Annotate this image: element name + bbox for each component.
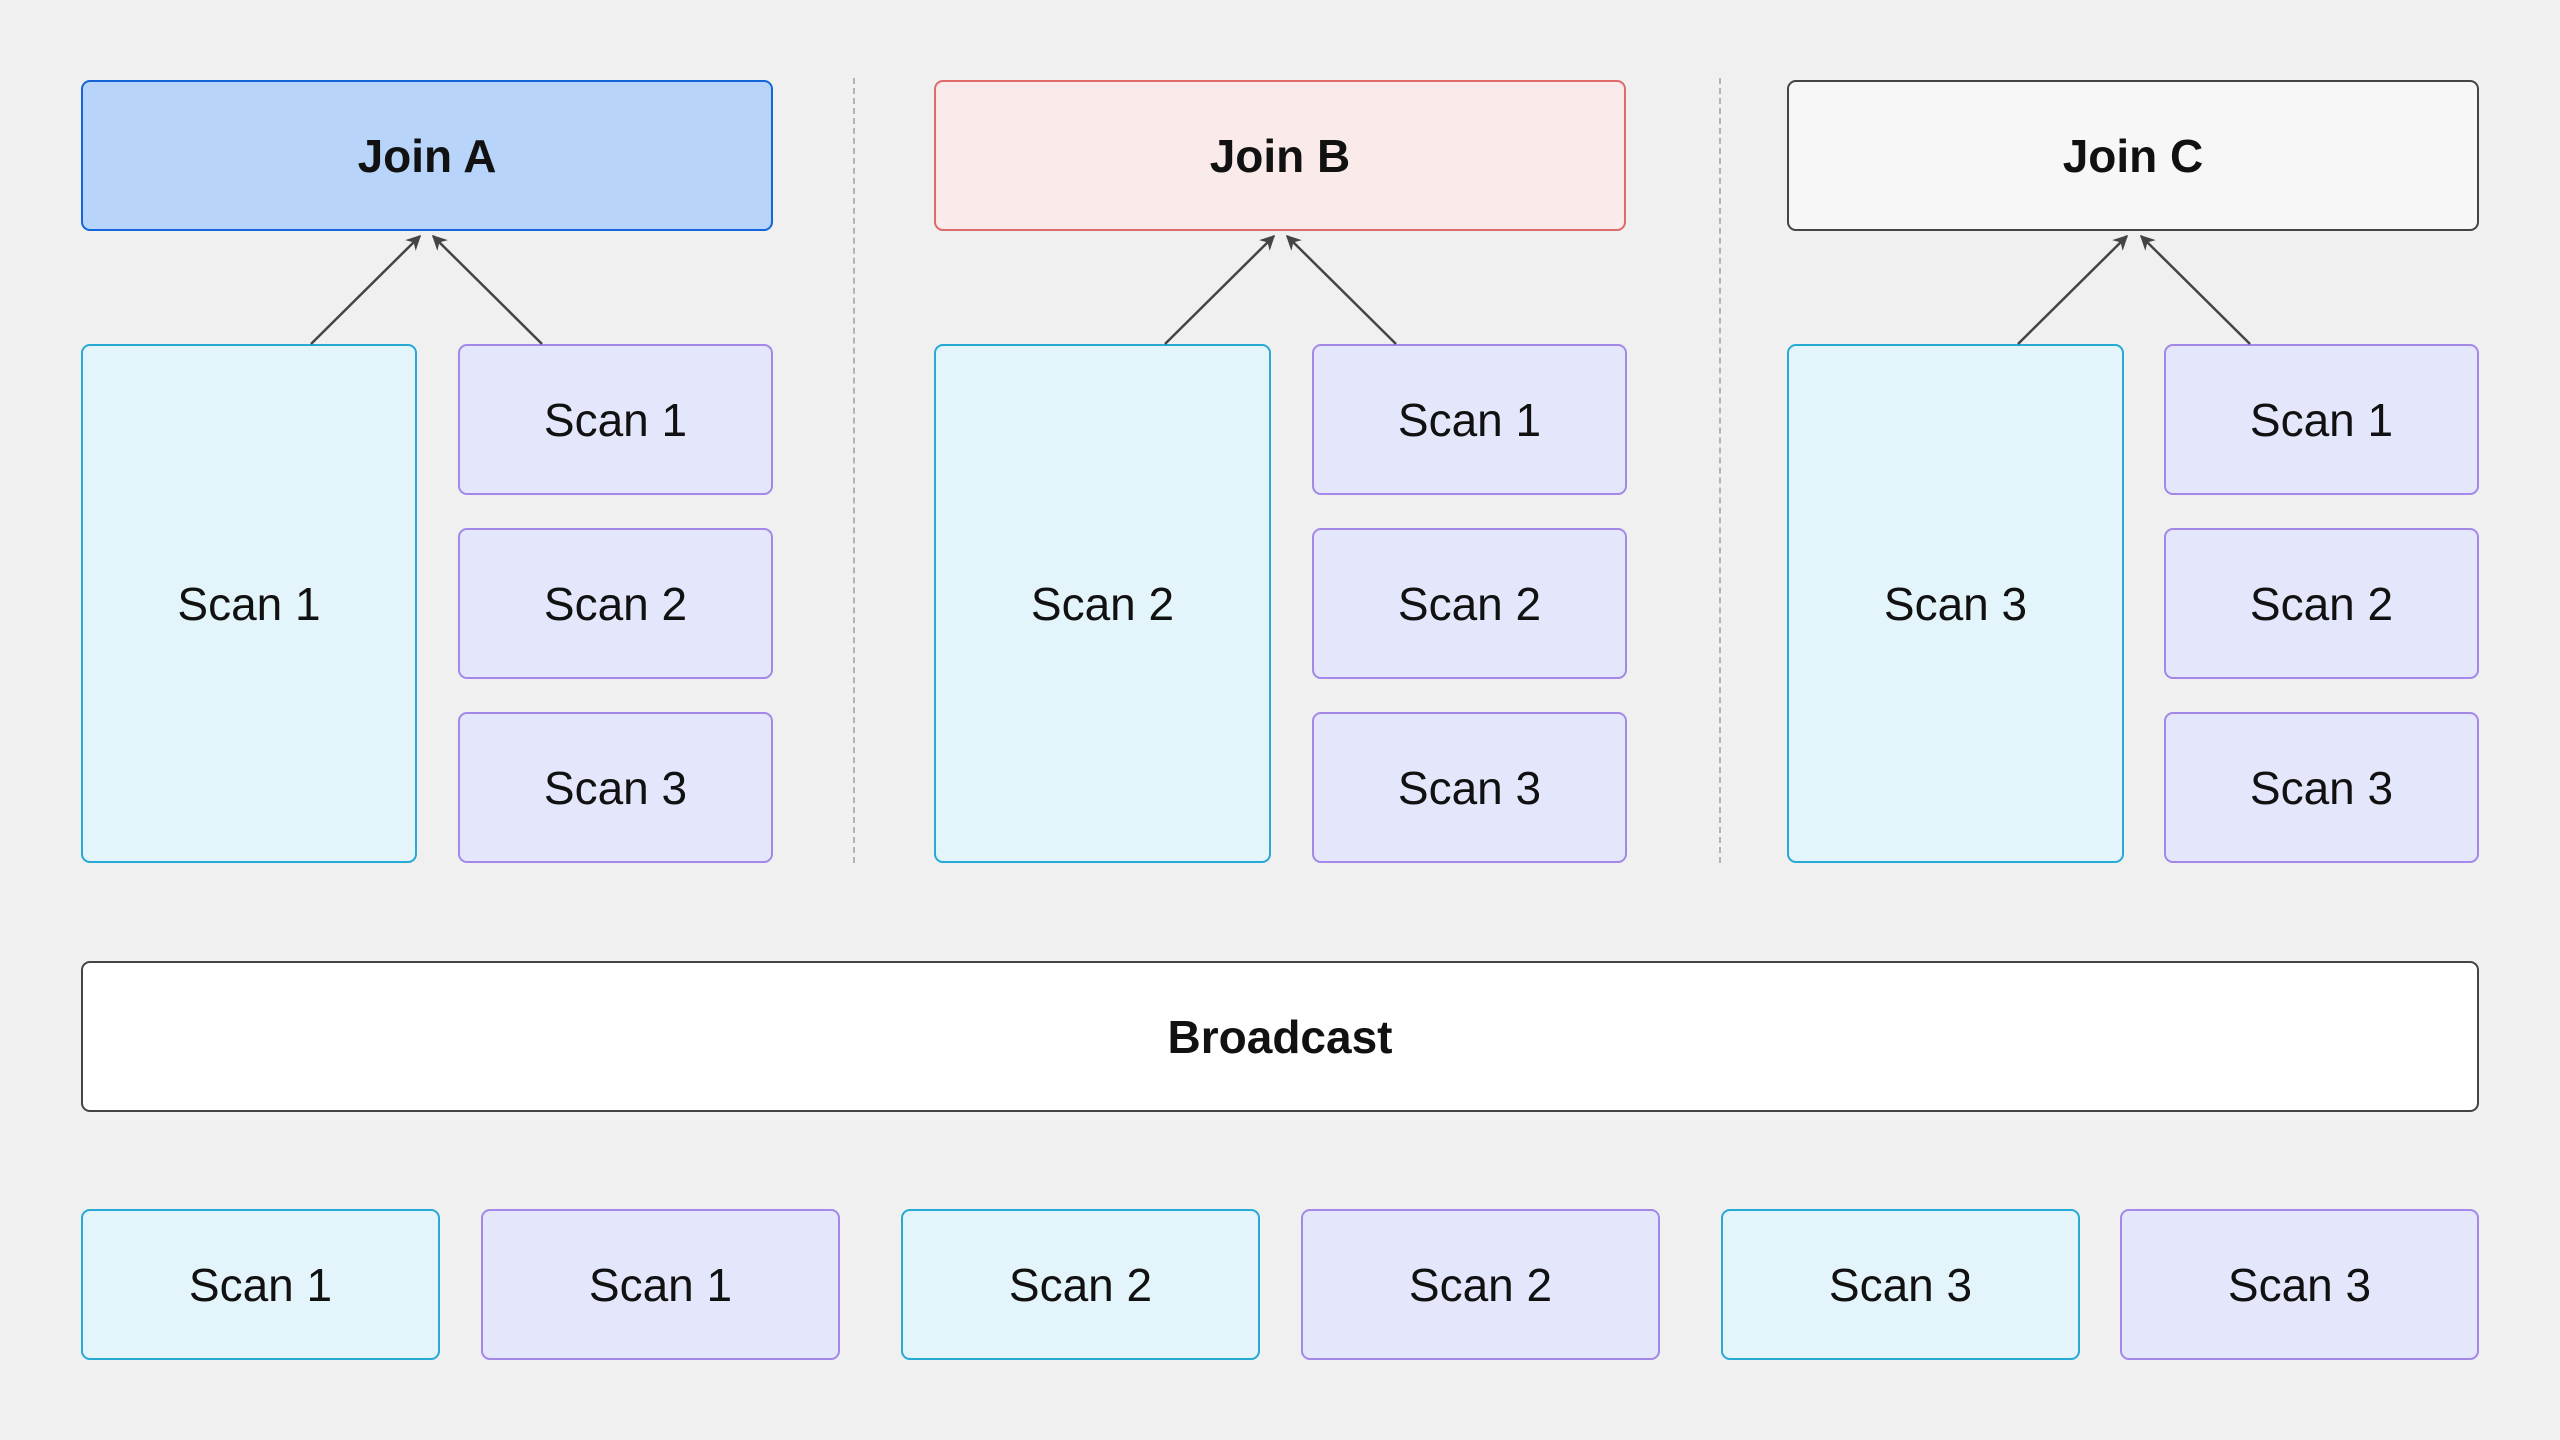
join-b-node: Join B: [934, 80, 1626, 231]
group-c-small-scan-3-label: Scan 3: [2249, 761, 2394, 814]
bottom-scan-2: Scan 1: [481, 1209, 840, 1360]
bottom-scan-4-label: Scan 2: [1408, 1258, 1553, 1311]
group-c-large-scan-label: Scan 3: [1883, 577, 2028, 630]
join-b-label: Join B: [1209, 129, 1351, 182]
group-c-small-scan-3: Scan 3: [2164, 712, 2479, 863]
bottom-scan-5-label: Scan 3: [1828, 1258, 1973, 1311]
arrow-c-right: [2139, 234, 2251, 345]
arrow-b-left: [1164, 234, 1276, 345]
group-c-small-scan-2: Scan 2: [2164, 528, 2479, 679]
group-c-large-scan: Scan 3: [1787, 344, 2124, 863]
broadcast-label: Broadcast: [1167, 1010, 1393, 1063]
group-a-small-scan-2-label: Scan 2: [543, 577, 688, 630]
group-a-small-scan-1-label: Scan 1: [543, 393, 688, 446]
group-a-small-scan-1: Scan 1: [458, 344, 773, 495]
arrow-c-left: [2017, 234, 2129, 345]
group-b-large-scan: Scan 2: [934, 344, 1271, 863]
group-b-small-scan-1: Scan 1: [1312, 344, 1627, 495]
bottom-scan-3-label: Scan 2: [1008, 1258, 1153, 1311]
bottom-scan-5: Scan 3: [1721, 1209, 2080, 1360]
bottom-scan-2-label: Scan 1: [588, 1258, 733, 1311]
bottom-scan-1: Scan 1: [81, 1209, 440, 1360]
arrow-b-right: [1285, 234, 1397, 345]
divider-ab: [853, 78, 855, 863]
join-a-node: Join A: [81, 80, 773, 231]
group-b-large-scan-label: Scan 2: [1030, 577, 1175, 630]
group-a-small-scan-3: Scan 3: [458, 712, 773, 863]
bottom-scan-6: Scan 3: [2120, 1209, 2479, 1360]
divider-bc: [1719, 78, 1721, 863]
arrow-a-left: [310, 234, 422, 345]
join-c-node: Join C: [1787, 80, 2479, 231]
group-a-small-scan-3-label: Scan 3: [543, 761, 688, 814]
group-b-small-scan-3-label: Scan 3: [1397, 761, 1542, 814]
broadcast-node: Broadcast: [81, 961, 2479, 1112]
group-a-large-scan: Scan 1: [81, 344, 417, 863]
group-c-small-scan-2-label: Scan 2: [2249, 577, 2394, 630]
group-b-small-scan-2: Scan 2: [1312, 528, 1627, 679]
group-b-small-scan-1-label: Scan 1: [1397, 393, 1542, 446]
join-a-label: Join A: [357, 129, 497, 182]
group-c-small-scan-1-label: Scan 1: [2249, 393, 2394, 446]
bottom-scan-4: Scan 2: [1301, 1209, 1660, 1360]
bottom-scan-3: Scan 2: [901, 1209, 1260, 1360]
group-c-small-scan-1: Scan 1: [2164, 344, 2479, 495]
group-b-small-scan-2-label: Scan 2: [1397, 577, 1542, 630]
join-c-label: Join C: [2062, 129, 2204, 182]
group-b-small-scan-3: Scan 3: [1312, 712, 1627, 863]
bottom-scan-1-label: Scan 1: [188, 1258, 333, 1311]
group-a-large-scan-label: Scan 1: [177, 577, 321, 630]
arrow-a-right: [431, 234, 543, 345]
bottom-scan-6-label: Scan 3: [2227, 1258, 2372, 1311]
group-a-small-scan-2: Scan 2: [458, 528, 773, 679]
